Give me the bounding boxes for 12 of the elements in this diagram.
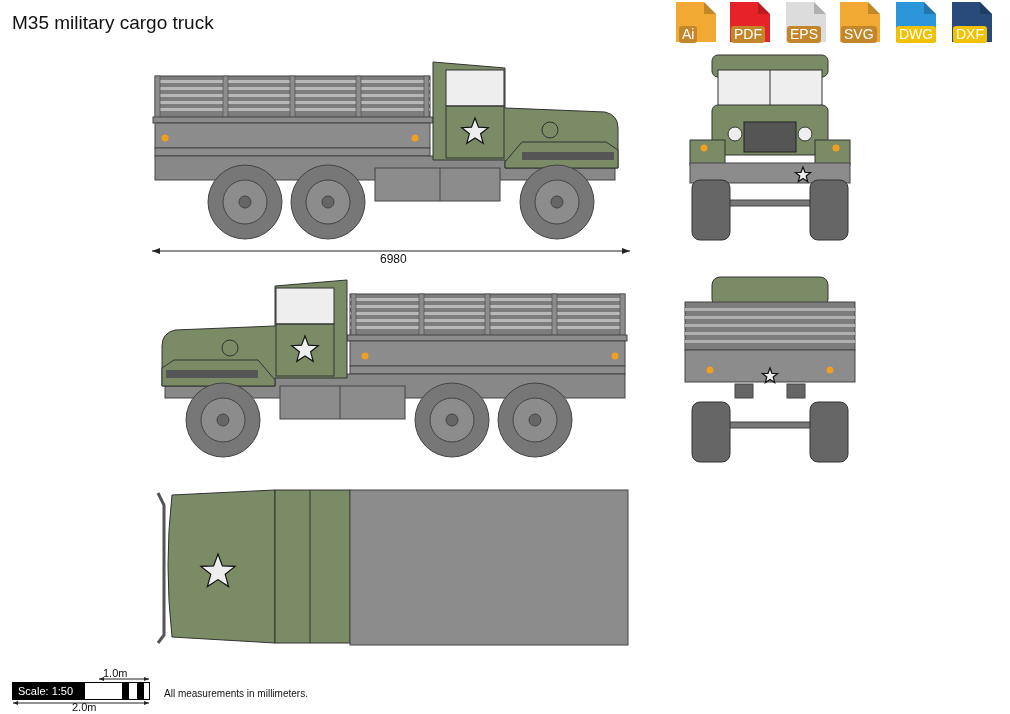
file-format-label: DXF (953, 26, 987, 43)
scale-label: Scale: 1:50 (12, 682, 84, 700)
file-format-label: Ai (679, 26, 698, 43)
note-text: All measurements in millimeters. (164, 688, 308, 699)
file-format-label: PDF (731, 26, 765, 43)
file-format-label: EPS (787, 26, 821, 43)
dimension-label: 2.0m (72, 701, 97, 713)
file-format-label: DWG (896, 26, 937, 43)
file-format-label: SVG (841, 26, 877, 43)
title: M35 military cargo truck (12, 12, 214, 34)
dimension-label: 6980 (380, 252, 407, 266)
dimension-label: 1.0m (103, 667, 128, 679)
